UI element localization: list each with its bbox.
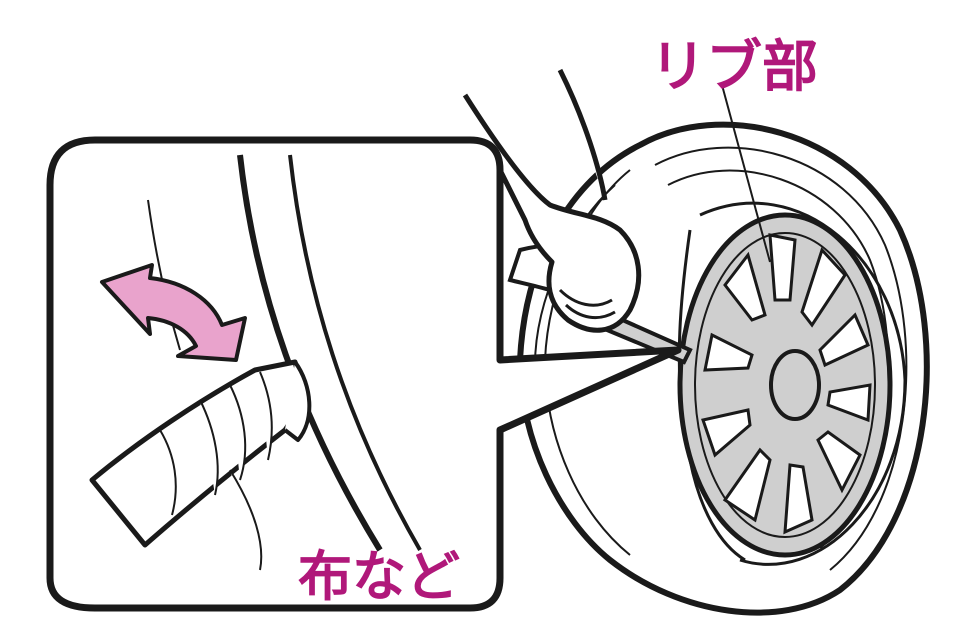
hubcap-icon (677, 212, 893, 558)
cloth-wrapped-tool (89, 359, 312, 571)
rib-label: リブ部 (650, 35, 818, 100)
cloth-label: 布など (298, 545, 460, 608)
detail-tire-edge (147, 154, 422, 552)
rib-leader-line (721, 84, 771, 263)
arrow-icon (100, 263, 247, 362)
hand-icon (462, 68, 642, 333)
